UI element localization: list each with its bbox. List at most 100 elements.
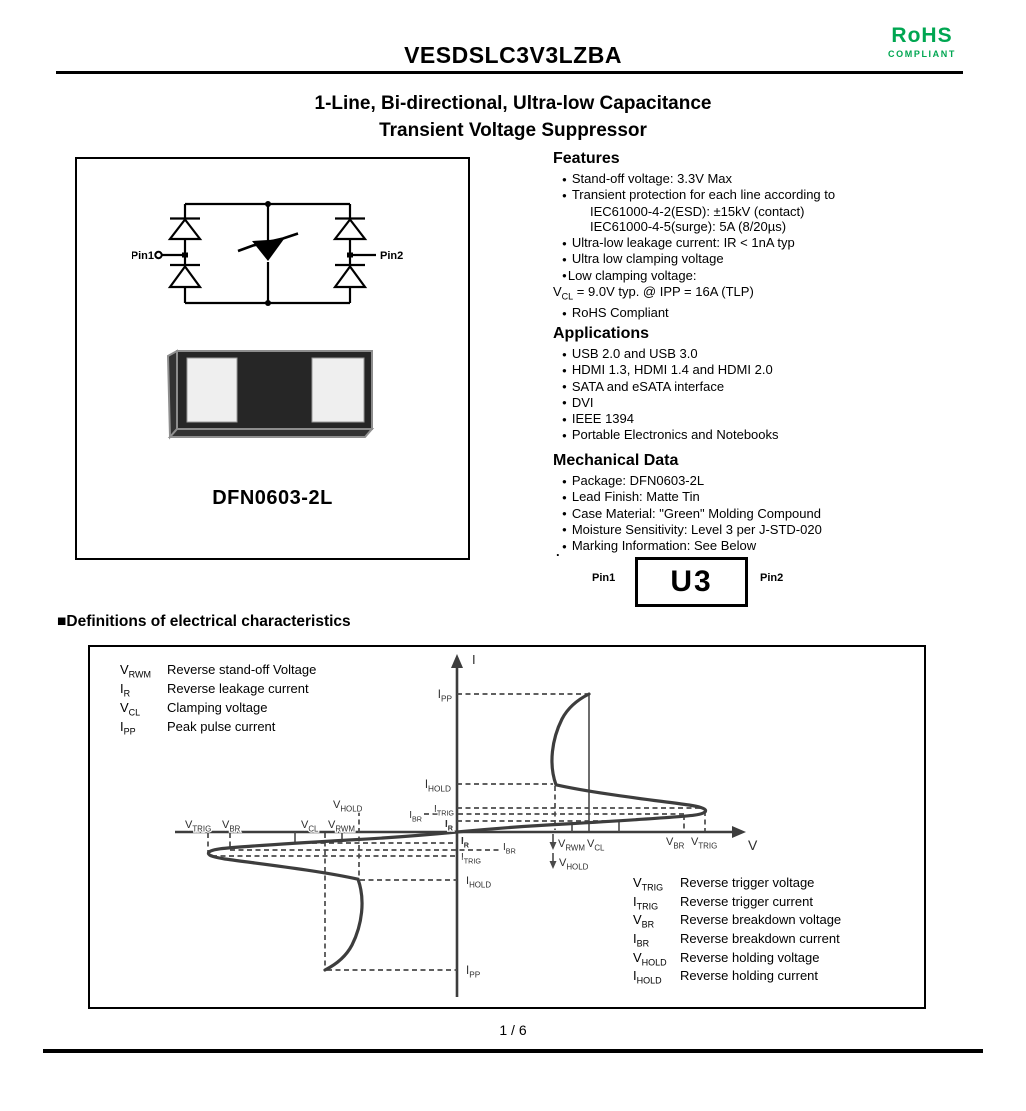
- features-list: ●Stand-off voltage: 3.3V Max●Transient p…: [553, 171, 993, 322]
- iv-curve-positive: [455, 692, 708, 834]
- list-item: ●Low clamping voltage:: [562, 267, 697, 283]
- list-item: ●RoHS Compliant: [562, 305, 669, 321]
- diode-left-top: [167, 217, 203, 241]
- device-diagram-box: Pin1 Pin2 DFN0603-2L: [75, 157, 470, 560]
- plot-label-ihold: IHOLD: [425, 779, 451, 794]
- plot-label-ir: IR: [461, 836, 470, 850]
- list-item: ●HDMI 1.3, HDMI 1.4 and HDMI 2.0: [562, 362, 773, 378]
- list-item: ●Stand-off voltage: 3.3V Max: [562, 171, 733, 186]
- stray-period: .: [556, 544, 560, 559]
- list-item: ●Portable Electronics and Notebooks: [562, 427, 779, 443]
- marking-code-box: U3: [635, 557, 748, 607]
- definitions-heading: ■Definitions of electrical characteristi…: [57, 613, 351, 631]
- list-item: ●SATA and eSATA interface: [562, 378, 725, 394]
- legend-row: IBR Reverse breakdown current: [633, 931, 841, 950]
- rohs-logo-text: RoHS: [891, 24, 953, 47]
- plot-label-vtrig: VTRIG: [691, 836, 717, 851]
- bullet-icon: ●: [562, 414, 567, 424]
- mechanical-data-heading: Mechanical Data: [553, 452, 679, 469]
- list-item: ●Lead Finish: Matte Tin: [562, 489, 700, 505]
- plot-label-ihold: IHOLD: [466, 875, 491, 890]
- legend-description: Peak pulse current: [167, 719, 276, 734]
- legend-symbol: VTRIG: [633, 875, 664, 893]
- list-item: VCL = 9.0V typ. @ IPP = 16A (TLP): [553, 284, 754, 302]
- legend-description: Reverse leakage current: [167, 681, 309, 696]
- list-item: ●Ultra-low leakage current: IR < 1nA typ: [562, 235, 795, 251]
- plot-label-ipp: IPP: [466, 965, 481, 980]
- header-rule: [56, 71, 963, 74]
- plot-label-vhold: VHOLD: [333, 799, 363, 814]
- legend-description: Clamping voltage: [167, 700, 268, 715]
- list-item: ●Package: DFN0603-2L: [562, 473, 705, 488]
- applications-section: Applications ●USB 2.0 and USB 3.0●HDMI 1…: [553, 325, 993, 444]
- list-item: ●Moisture Sensitivity: Level 3 per J-STD…: [562, 521, 822, 537]
- tvs-zener-bar: [237, 232, 299, 253]
- package-pad-left: [186, 357, 238, 423]
- pin2-label: Pin2: [380, 250, 403, 262]
- bullet-icon: ●: [562, 541, 567, 551]
- list-item: IEC61000-4-5(surge): 5A (8/20µs): [590, 219, 787, 235]
- legend-symbol: IBR: [633, 931, 650, 949]
- legend-description: Reverse trigger current: [680, 893, 813, 909]
- legend-row: ITRIG Reverse trigger current: [633, 894, 841, 913]
- list-item: ●Ultra low clamping voltage: [562, 251, 724, 267]
- diode-left-bottom: [167, 264, 203, 289]
- bullet-icon: ●: [562, 190, 567, 200]
- bullet-icon: ●: [562, 525, 567, 535]
- iv-curve-negative: [206, 830, 459, 972]
- pin1-label: Pin1: [132, 250, 154, 262]
- plot-label-vtrig: VTRIG: [185, 819, 211, 834]
- bullet-icon: ●: [562, 382, 567, 392]
- features-section: Features ●Stand-off voltage: 3.3V Max●Tr…: [553, 150, 993, 322]
- bullet-icon: ●: [562, 254, 567, 264]
- legend-symbol: VHOLD: [633, 949, 667, 968]
- legend-symbol: ITRIG: [633, 893, 659, 912]
- plot-label-v: V: [748, 837, 758, 853]
- bullet-icon: ●: [562, 476, 567, 486]
- list-item: IEC61000-4-2(ESD): ±15kV (contact): [590, 203, 805, 219]
- list-item: ●Transient protection for each line acco…: [562, 187, 836, 203]
- list-item: ●IEEE 1394: [562, 411, 634, 427]
- circuit-diagram: Pin1 Pin2: [132, 201, 403, 306]
- square-bullet-icon: ■: [57, 613, 67, 630]
- mechanical-data-list: ●Package: DFN0603-2L●Lead Finish: Matte …: [553, 473, 993, 554]
- legend-description: Reverse breakdown voltage: [680, 912, 842, 928]
- list-item: ●DVI: [562, 394, 594, 410]
- junction-dot-top: [265, 201, 271, 207]
- footer-rule: [43, 1049, 983, 1053]
- bullet-icon: ●: [562, 238, 567, 248]
- rohs-compliant-text: COMPLIANT: [888, 49, 956, 59]
- package-bottom-bevel: [167, 428, 375, 438]
- junction-dot-bottom: [265, 300, 271, 306]
- legend-symbol: VRWM: [120, 662, 152, 680]
- plot-label-vhold: VHOLD: [559, 857, 589, 872]
- subtitle-line2: Transient Voltage Suppressor: [379, 120, 647, 141]
- bullet-icon: ●: [562, 509, 567, 519]
- list-item: ●Case Material: "Green" Molding Compound: [562, 505, 821, 521]
- legend-description: Reverse trigger voltage: [680, 875, 815, 890]
- applications-heading: Applications: [553, 325, 650, 342]
- package-name: DFN0603-2L: [212, 487, 333, 509]
- plot-label-vcl: VCL: [587, 838, 605, 853]
- bullet-icon: ●: [562, 430, 567, 440]
- package-left-bevel: [166, 349, 178, 440]
- definitions-heading-text: Definitions of electrical characteristic…: [66, 613, 351, 630]
- diode-right-bottom: [332, 264, 368, 289]
- page-title: VESDSLC3V3LZBA: [404, 42, 622, 68]
- plot-label-ir: IR: [445, 819, 454, 833]
- marking-pin1-label: Pin1: [592, 572, 616, 584]
- plot-label-i: I: [472, 652, 476, 667]
- list-item: ●Marking Information: See Below: [562, 538, 757, 554]
- legend-description: Reverse holding current: [680, 968, 819, 984]
- legend-description: Reverse breakdown current: [680, 931, 840, 947]
- legend-symbol: VBR: [633, 912, 655, 930]
- x-axis-arrow: [732, 826, 746, 838]
- bullet-icon: ●: [562, 349, 567, 359]
